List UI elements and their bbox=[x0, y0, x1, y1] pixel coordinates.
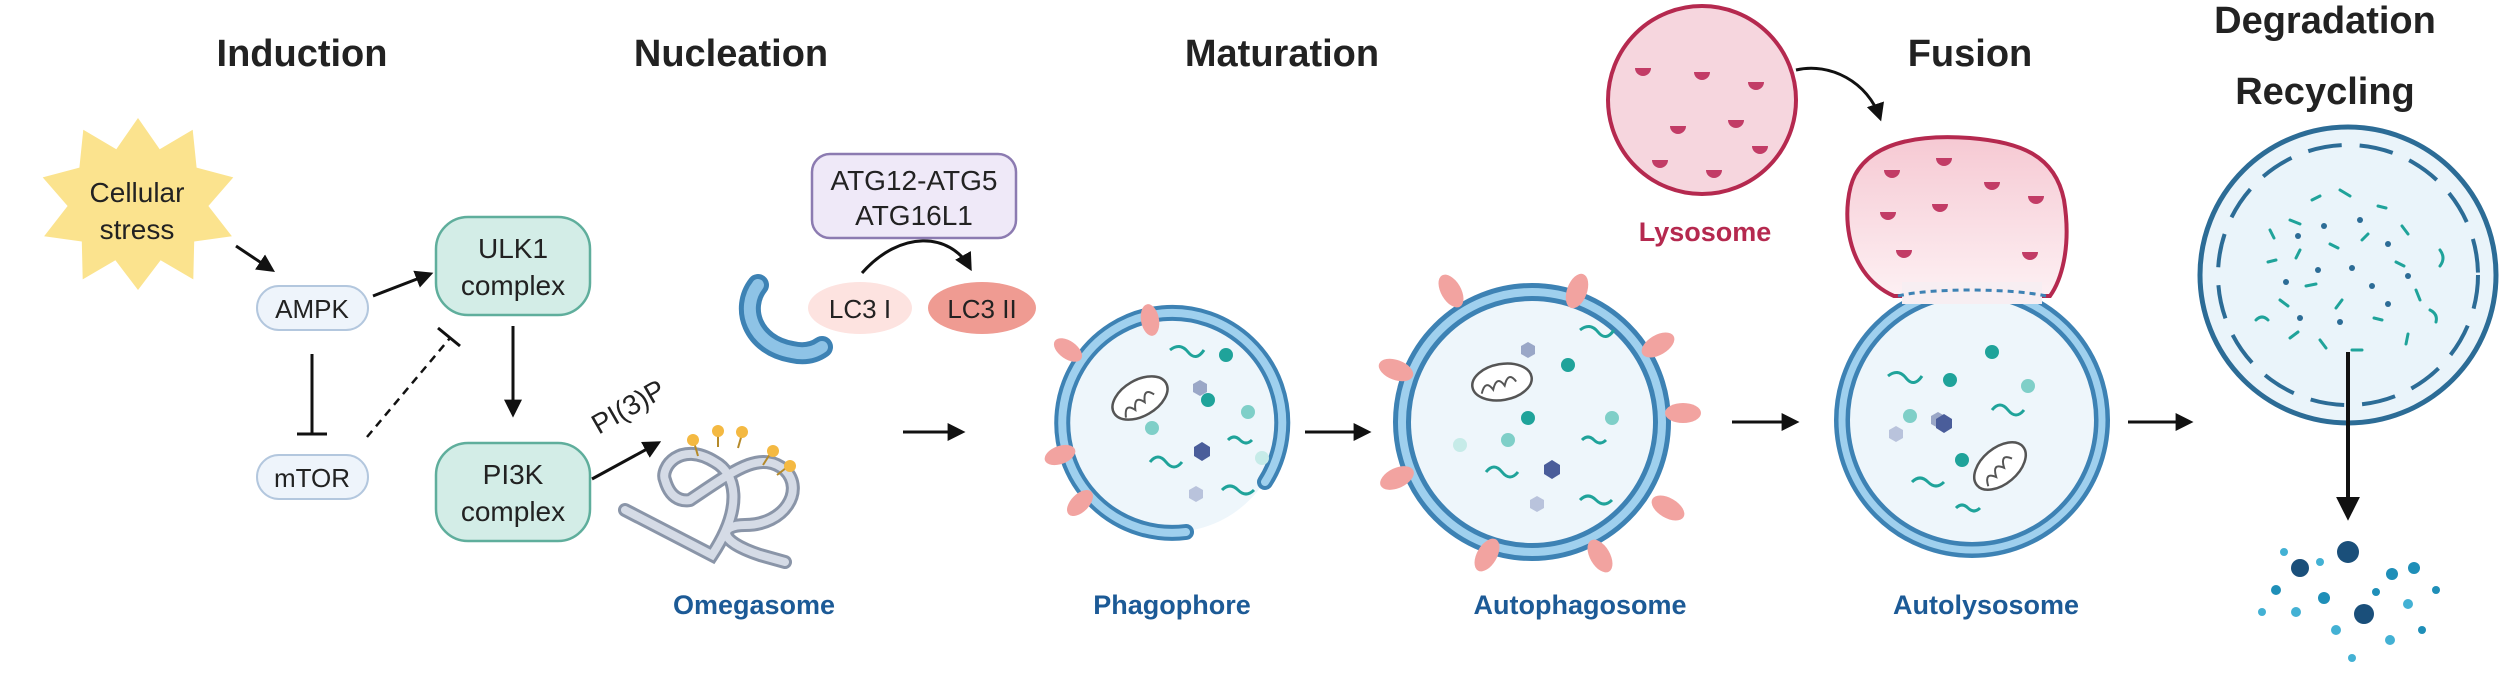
phagophore-cargo bbox=[1111, 345, 1269, 502]
arrow-ampk-to-ulk1 bbox=[372, 270, 434, 298]
pi3k-label-line1: PI3K bbox=[483, 459, 544, 490]
ulk1-complex-box bbox=[434, 215, 592, 317]
pi3p-lipid-heads bbox=[687, 425, 796, 476]
stage-title-maturation: Maturation bbox=[1185, 33, 1379, 75]
arrow-lc3-lipidation bbox=[860, 239, 972, 274]
cellular-stress-label-line2: stress bbox=[100, 214, 175, 245]
omegasome-membrane bbox=[618, 446, 800, 569]
autolysosome-cargo bbox=[1887, 345, 2035, 513]
ampk-box bbox=[256, 285, 369, 331]
arrow-stress-to-ampk bbox=[235, 244, 275, 272]
nascent-phagophore-crescent bbox=[738, 274, 833, 365]
ampk-label: AMPK bbox=[275, 294, 349, 324]
ulk1-label-line2: complex bbox=[461, 270, 565, 301]
stage-title-fusion: Fusion bbox=[1908, 33, 2033, 75]
pi3p-label: PI(3)P bbox=[586, 374, 670, 441]
arrow-lysosome-to-fusion bbox=[1795, 66, 1884, 122]
atg12-atg5-atg16l1-box bbox=[810, 152, 1018, 240]
ampk-inhibits-mtor bbox=[297, 354, 327, 436]
arrow-pi3k-to-omegasome bbox=[591, 441, 662, 481]
omegasome-caption: Omegasome bbox=[673, 590, 835, 620]
stage-title-induction: Induction bbox=[217, 33, 388, 75]
lc3-proteins-autophagosome bbox=[1378, 273, 1701, 573]
lysosome-caption: Lysosome bbox=[1639, 217, 1772, 247]
autophagosome-membrane bbox=[1393, 283, 1671, 561]
mtor-label: mTOR bbox=[274, 463, 350, 493]
cellular-stress-label-line1: Cellular bbox=[90, 177, 185, 208]
recycled-molecules bbox=[2258, 541, 2440, 662]
lc3-ii-label: LC3 II bbox=[947, 294, 1016, 324]
stage-title-recycling: Recycling bbox=[2235, 71, 2415, 113]
phagophore-membrane bbox=[1054, 304, 1291, 541]
phagophore-caption: Phagophore bbox=[1093, 590, 1251, 620]
lc3-i-pill bbox=[808, 282, 912, 334]
degraded-particles bbox=[2283, 217, 2411, 325]
autolysosome-caption: Autolysosome bbox=[1893, 590, 2079, 620]
cellular-stress-star bbox=[42, 118, 234, 290]
autophagosome-cargo bbox=[1453, 325, 1619, 512]
lysosome-enzymes bbox=[1635, 68, 1768, 178]
autophagosome-caption: Autophagosome bbox=[1474, 590, 1687, 620]
degraded-fragments bbox=[2254, 188, 2445, 352]
autolysosome-enzymes bbox=[1880, 158, 2044, 260]
lc3-ii-pill bbox=[928, 282, 1036, 334]
ulk1-label-line1: ULK1 bbox=[478, 233, 548, 264]
lc3-i-label: LC3 I bbox=[829, 294, 891, 324]
stage-title-degradation: Degradation bbox=[2214, 0, 2436, 42]
mtor-inhibits-ulk1 bbox=[366, 326, 461, 438]
atg-label-line1: ATG12-ATG5 bbox=[830, 165, 997, 196]
stage-title-nucleation: Nucleation bbox=[634, 33, 828, 75]
mtor-box bbox=[256, 454, 369, 500]
atg-label-line2: ATG16L1 bbox=[855, 200, 973, 231]
pi3k-label-line2: complex bbox=[461, 496, 565, 527]
lysosome bbox=[1606, 4, 1798, 196]
pi3k-complex-box bbox=[434, 441, 592, 543]
lc3-proteins-phagophore bbox=[1044, 304, 1160, 516]
autolysosome-fusion bbox=[1834, 135, 2110, 558]
